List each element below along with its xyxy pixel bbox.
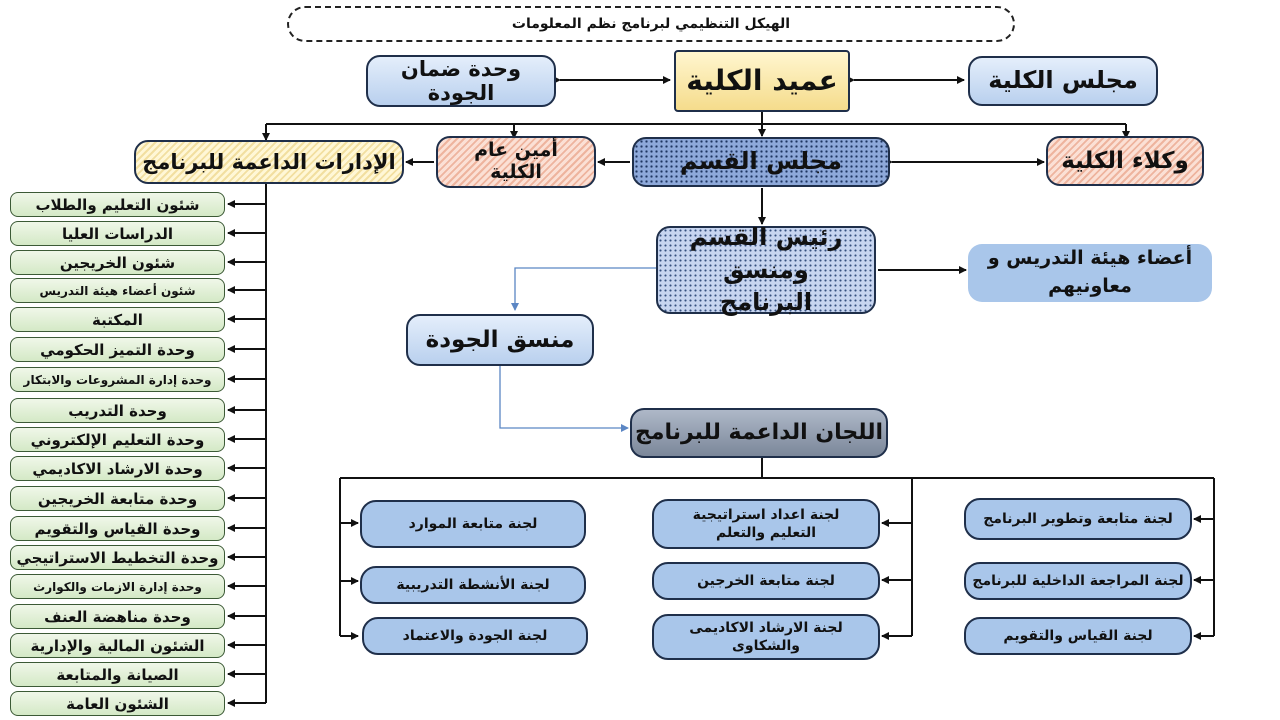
admin-item: شئون الخريجين xyxy=(10,250,225,275)
admin-item: وحدة الارشاد الاكاديمي xyxy=(10,456,225,481)
admin-item: الشئون المالية والإدارية xyxy=(10,633,225,658)
general-secretary-box: أمين عام الكلية xyxy=(436,136,596,188)
admin-item: شئون التعليم والطلاب xyxy=(10,192,225,217)
quality-coordinator-box: منسق الجودة xyxy=(406,314,594,366)
admin-item: المكتبة xyxy=(10,307,225,332)
admin-item: وحدة التخطيط الاستراتيجي xyxy=(10,545,225,570)
admin-item: وحدة مناهضة العنف xyxy=(10,604,225,629)
college-council-box: مجلس الكلية xyxy=(968,56,1158,106)
admin-item: وحدة التميز الحكومي xyxy=(10,337,225,362)
admin-item: الدراسات العليا xyxy=(10,221,225,246)
dean-box: عميد الكلية xyxy=(674,50,850,112)
admin-item: شئون أعضاء هيئة التدريس xyxy=(10,278,225,303)
committee-item: لجنة المراجعة الداخلية للبرنامج xyxy=(964,562,1192,600)
committee-item: لجنة الجودة والاعتماد xyxy=(362,617,588,655)
committee-item: لجنة اعداد استراتيجية التعليم والتعلم xyxy=(652,499,880,549)
department-council-box: مجلس القسم xyxy=(632,137,890,187)
committee-item: لجنة متابعة الموارد xyxy=(360,500,586,548)
support-administrations-box: الإدارات الداعمة للبرنامج xyxy=(134,140,404,184)
chart-title: الهيكل التنظيمي لبرنامج نظم المعلومات xyxy=(287,6,1015,42)
committee-item: لجنة متابعة الخرجين xyxy=(652,562,880,600)
committee-item: لجنة الارشاد الاكاديمى والشكاوى xyxy=(652,614,880,660)
quality-assurance-unit-box: وحدة ضمان الجودة xyxy=(366,55,556,107)
admin-item: وحدة القياس والتقويم xyxy=(10,516,225,541)
admin-item: وحدة التدريب xyxy=(10,398,225,423)
head-of-department-box: رئيس القسم ومنسق البرنامج xyxy=(656,223,876,316)
committee-item: لجنة متابعة وتطوير البرنامج xyxy=(964,498,1192,540)
admin-item: الشئون العامة xyxy=(10,691,225,716)
admin-item: وحدة متابعة الخريجين xyxy=(10,486,225,511)
admin-item: وحدة التعليم الإلكتروني xyxy=(10,427,225,452)
admin-item: الصيانة والمتابعة xyxy=(10,662,225,687)
supporting-committees-box: اللجان الداعمة للبرنامج xyxy=(630,408,888,458)
admin-item: وحدة إدارة المشروعات والابتكار xyxy=(10,367,225,392)
committee-item: لجنة الأنشطة التدريبية xyxy=(360,566,586,604)
faculty-members-box: أعضاء هيئة التدريس و معاونيهم xyxy=(968,244,1212,302)
vice-deans-box: وكلاء الكلية xyxy=(1046,136,1204,186)
admin-item: وحدة إدارة الازمات والكوارث xyxy=(10,574,225,599)
committee-item: لجنة القياس والتقويم xyxy=(964,617,1192,655)
